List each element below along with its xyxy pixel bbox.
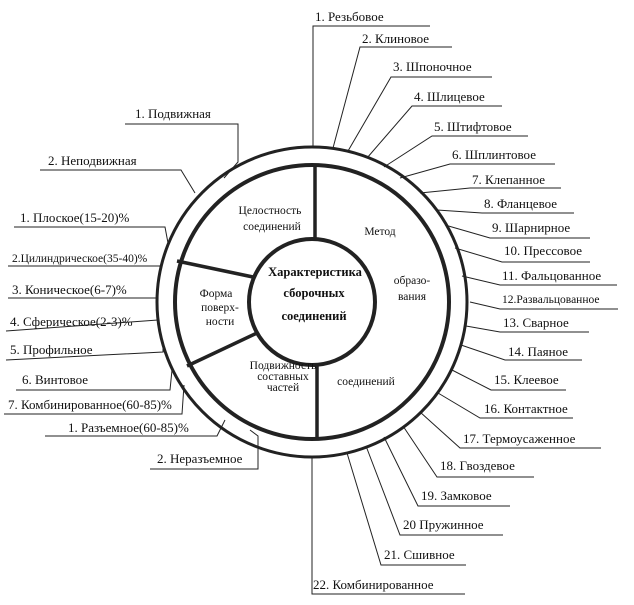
divider-upper-left xyxy=(176,259,254,279)
method-label-5: 5. Штифтовое xyxy=(434,119,512,134)
method-leader-18 xyxy=(402,425,534,478)
method-leader-22 xyxy=(311,457,465,595)
method-label-18: 18. Гвоздевое xyxy=(440,458,515,473)
method-leader-6 xyxy=(399,163,555,179)
method-label-2: 2. Клиновое xyxy=(362,31,429,46)
middle-ring xyxy=(173,163,451,441)
center-title-line1: Характеристика xyxy=(268,265,362,279)
method-leader-2 xyxy=(332,46,452,149)
method-leader-14 xyxy=(460,344,582,361)
shape-label-3: 3. Коническое(6-7)% xyxy=(12,282,127,297)
method-label-20: 20 Пружинное xyxy=(403,517,484,532)
method-label-1: 1. Резьбовое xyxy=(315,9,384,24)
segment-integrity-line1: Целостность xyxy=(239,205,302,217)
method-label-12: 12.Развальцованное xyxy=(502,294,599,306)
method-leader-7 xyxy=(419,187,561,194)
method-leader-13 xyxy=(465,325,589,333)
method-label-16: 16. Контактное xyxy=(484,401,568,416)
method-leader-3 xyxy=(347,76,492,152)
method-label-4: 4. Шлицевое xyxy=(414,89,485,104)
method-leader-10 xyxy=(454,247,590,263)
method-label-11: 11. Фальцованное xyxy=(502,268,601,283)
method-leader-1 xyxy=(312,25,430,147)
integrity-label-1: 1. Подвижная xyxy=(135,106,211,121)
center-circle xyxy=(247,237,377,367)
method-label-15: 15. Клеевое xyxy=(494,372,559,387)
shape-label-1: 1. Плоское(15-20)% xyxy=(20,210,130,225)
method-label-9: 9. Шарнирное xyxy=(492,220,570,235)
segment-method-line3: вания xyxy=(398,291,427,303)
shape-label-7: 7. Комбинированное(60-85)% xyxy=(8,397,172,412)
method-label-3: 3. Шпоночное xyxy=(393,59,472,74)
method-label-21: 21. Сшивное xyxy=(384,547,455,562)
method-label-22: 22. Комбинированное xyxy=(313,577,434,592)
shape-leader-7 xyxy=(4,384,185,415)
segment-shape-line1: Форма xyxy=(200,288,233,300)
segment-mobility-line1: Подвижность xyxy=(250,360,317,372)
integrity-leader-2 xyxy=(40,169,196,194)
shape-label-5: 5. Профильное xyxy=(10,342,93,357)
method-label-8: 8. Фланцевое xyxy=(484,196,557,211)
divider-lower-left xyxy=(186,331,258,368)
shape-label-6: 6. Винтовое xyxy=(22,372,88,387)
method-leader-20 xyxy=(365,445,503,536)
method-leader-15 xyxy=(451,369,566,391)
method-leader-17 xyxy=(419,411,601,449)
method-leader-8 xyxy=(436,209,574,214)
method-label-13: 13. Сварное xyxy=(503,315,569,330)
method-label-17: 17. Термоусаженное xyxy=(463,431,576,446)
mobility-leader-2 xyxy=(150,429,259,470)
segment-shape-line2: поверх- xyxy=(201,302,239,314)
shape-leader-5 xyxy=(5,345,164,361)
segment-method-line2: образо- xyxy=(394,275,431,287)
method-leader-19 xyxy=(383,436,510,507)
mobility-label-1: 1. Разъемное(60-85)% xyxy=(68,420,189,435)
integrity-label-2: 2. Неподвижная xyxy=(48,153,137,168)
method-label-7: 7. Клепанное xyxy=(472,172,545,187)
method-label-6: 6. Шплинтовое xyxy=(452,147,536,162)
segment-shape-line3: ности xyxy=(206,316,234,328)
method-leader-16 xyxy=(437,392,573,419)
segment-method-line1: Метод xyxy=(364,226,395,238)
method-label-10: 10. Прессовое xyxy=(504,243,582,258)
shape-label-4: 4. Сферическое(2-3)% xyxy=(10,314,133,329)
shape-leader-4 xyxy=(5,319,159,332)
method-leader-9 xyxy=(444,224,590,239)
mobility-label-2: 2. Неразъемное xyxy=(157,451,243,466)
segment-method-line4: соединений xyxy=(337,376,395,388)
shape-leader-6 xyxy=(16,369,173,391)
shape-label-2: 2.Цилиндрическое(35-40)% xyxy=(12,253,148,265)
segment-mobility-line3: частей xyxy=(267,382,299,394)
method-label-14: 14. Паяное xyxy=(508,344,568,359)
method-label-19: 19. Замковое xyxy=(421,488,492,503)
method-leader-4 xyxy=(366,105,502,159)
segment-mobility-line2: составных xyxy=(257,371,309,383)
center-title-line3: соединений xyxy=(281,309,346,323)
method-leader-11 xyxy=(461,275,617,286)
method-leader-21 xyxy=(346,452,466,566)
center-title-line2: сборочных xyxy=(283,286,345,300)
method-leader-5 xyxy=(383,135,528,168)
integrity-leader-1 xyxy=(125,123,239,179)
mobility-leader-1 xyxy=(45,419,226,437)
segment-integrity-line2: соединений xyxy=(243,221,301,233)
method-leader-12 xyxy=(469,301,618,310)
shape-leader-1 xyxy=(14,226,169,244)
